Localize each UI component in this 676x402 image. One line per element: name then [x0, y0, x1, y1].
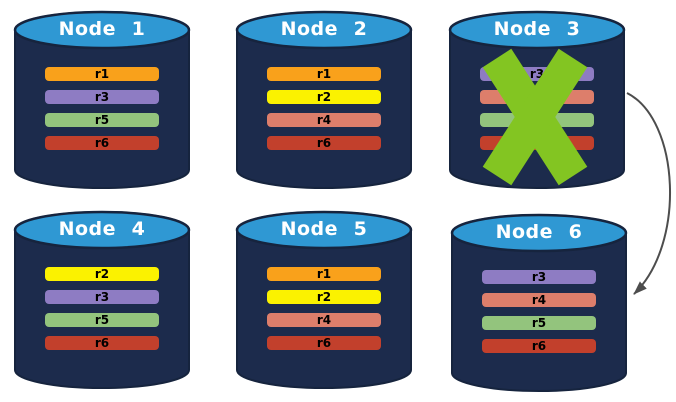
node-3: Node 3 r3 r4 r5 r6	[448, 0, 626, 192]
replica-bar: r3	[482, 270, 596, 284]
replica-bar: r2	[45, 267, 159, 281]
replica-bar: r4	[267, 113, 381, 127]
node-title: Node 1	[58, 18, 146, 40]
node-6: Node 6 r3 r4 r5 r6	[450, 203, 628, 395]
replica-list: r2 r3 r5 r6	[45, 267, 159, 359]
replica-bar: r1	[267, 267, 381, 281]
node-title: Node 3	[493, 18, 581, 40]
node-1: Node 1 r1 r3 r5 r6	[13, 0, 191, 192]
replica-list: r1 r2 r4 r6	[267, 267, 381, 359]
replica-bar: r2	[267, 290, 381, 304]
replica-bar: r5	[45, 313, 159, 327]
replica-bar: r4	[267, 313, 381, 327]
replica-bar: r5	[45, 113, 159, 127]
replica-list: r1 r3 r5 r6	[45, 67, 159, 159]
replica-bar: r3	[45, 290, 159, 304]
replica-bar: r6	[267, 336, 381, 350]
replica-list: r3 r4 r5 r6	[482, 270, 596, 362]
replica-list: r3 r4 r5 r6	[480, 67, 594, 159]
replica-bar: r1	[45, 67, 159, 81]
replica-bar: r5	[480, 113, 594, 127]
node-4: Node 4 r2 r3 r5 r6	[13, 200, 191, 392]
replica-bar: r6	[45, 136, 159, 150]
replica-bar: r3	[480, 67, 594, 81]
replica-bar: r4	[482, 293, 596, 307]
replica-bar: r3	[45, 90, 159, 104]
node-title: Node 4	[58, 218, 146, 240]
replica-bar: r6	[267, 136, 381, 150]
node-title: Node 5	[280, 218, 368, 240]
failover-arrow	[626, 92, 671, 295]
replica-list: r1 r2 r4 r6	[267, 67, 381, 159]
replica-bar: r2	[267, 90, 381, 104]
node-title: Node 2	[280, 18, 368, 40]
node-title: Node 6	[495, 221, 583, 243]
replica-bar: r6	[45, 336, 159, 350]
replica-bar: r1	[267, 67, 381, 81]
node-5: Node 5 r1 r2 r4 r6	[235, 200, 413, 392]
replica-bar: r6	[480, 136, 594, 150]
replica-bar: r4	[480, 90, 594, 104]
node-2: Node 2 r1 r2 r4 r6	[235, 0, 413, 192]
replica-bar: r6	[482, 339, 596, 353]
replica-bar: r5	[482, 316, 596, 330]
